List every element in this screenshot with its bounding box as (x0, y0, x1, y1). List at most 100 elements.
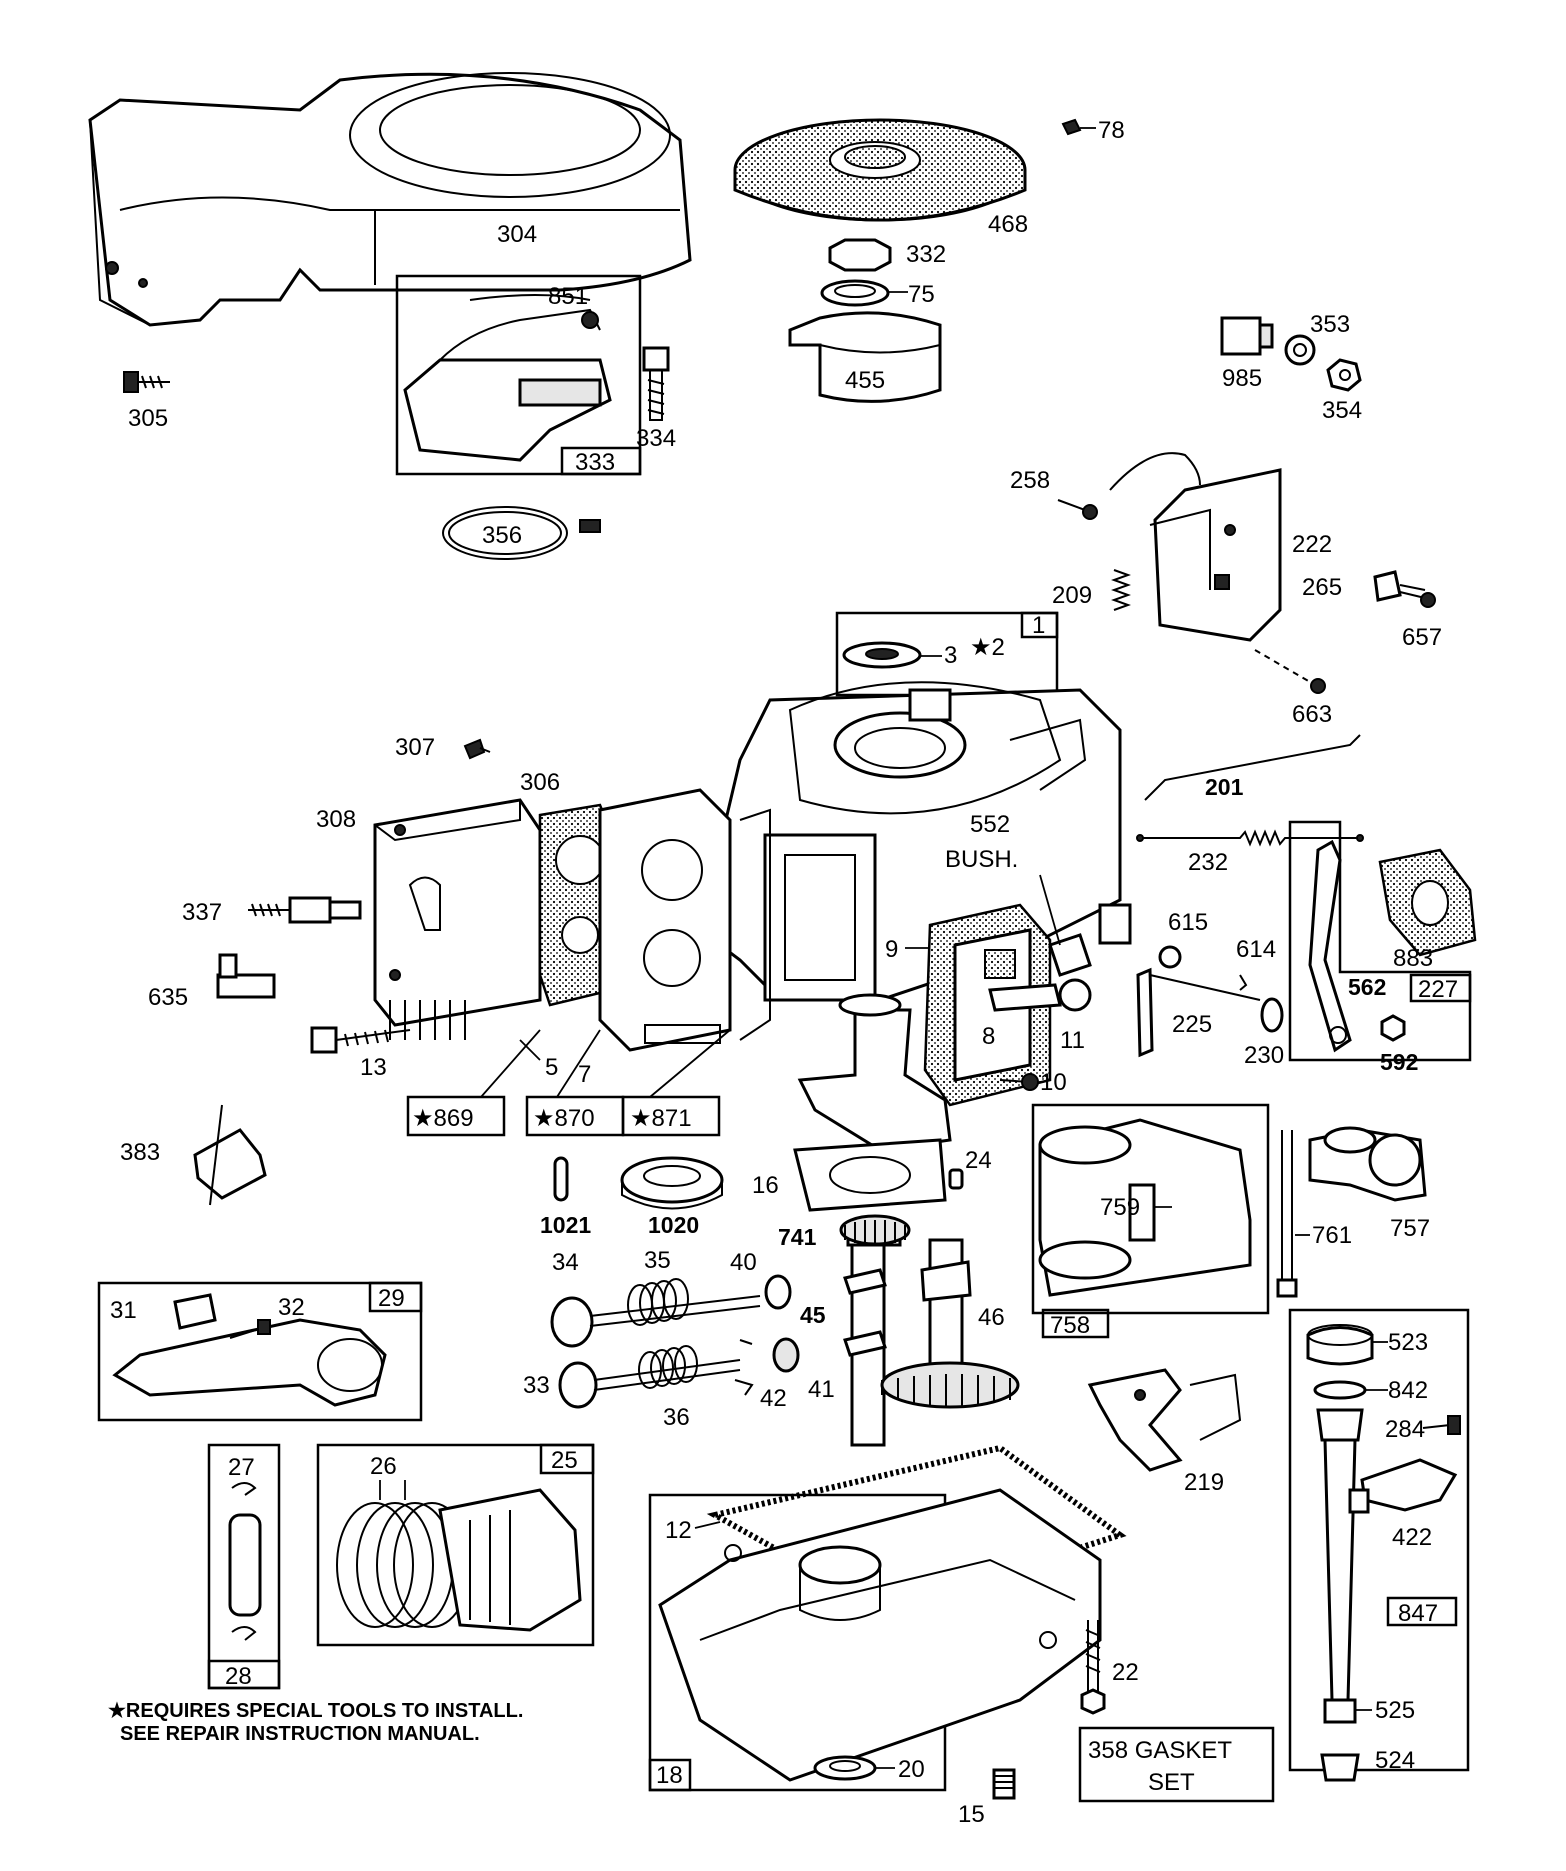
lockwasher-353 (1284, 334, 1316, 366)
kit-box-869 (406, 1095, 506, 1137)
gasket-set-label-line2: SET (1148, 1769, 1195, 1796)
callout-36: 36 (663, 1404, 690, 1431)
callout-337: 337 (182, 899, 222, 926)
callout-209: 209 (1052, 582, 1092, 609)
callout-306: 306 (520, 769, 560, 796)
cylinder-head-308 (373, 798, 542, 1040)
callout-16: 16 (752, 1172, 779, 1199)
callout-7: 7 (578, 1061, 591, 1088)
callout-22: 22 (1112, 1659, 1139, 1686)
bolt-334 (642, 346, 670, 421)
base-455 (788, 311, 942, 403)
callout-33: 33 (523, 1372, 550, 1399)
callout-985: 985 (1222, 365, 1262, 392)
spring-35 (627, 1278, 689, 1326)
callout-27: 27 (228, 1454, 255, 1481)
governor-lever-box (1288, 820, 1472, 1062)
nut-592 (1380, 1014, 1406, 1042)
callout-18: 18 (656, 1762, 683, 1789)
air-cleaner-cartridge-468 (733, 118, 1027, 222)
kit-box-333 (395, 274, 642, 476)
link-201 (1144, 734, 1361, 801)
bolt-22 (1080, 1620, 1106, 1715)
callout-851: 851 (548, 283, 588, 310)
nut-354 (1326, 358, 1362, 392)
cotter-614 (1239, 974, 1248, 991)
callout-225: 225 (1172, 1011, 1212, 1038)
callout-870: ★870 (533, 1105, 595, 1132)
callout-869: ★869 (412, 1105, 474, 1132)
callout-614: 614 (1236, 936, 1276, 963)
seal-20 (813, 1755, 877, 1781)
washer-230 (1260, 997, 1284, 1033)
callout-3: 3 (944, 642, 957, 669)
connecting-rod-29 (112, 1293, 387, 1407)
callout-615: 615 (1168, 909, 1208, 936)
retainer-42 (734, 1339, 754, 1396)
callout-24: 24 (965, 1147, 992, 1174)
callout-356: 356 (482, 522, 522, 549)
camshaft-46 (880, 1238, 1020, 1409)
callout-757: 757 (1390, 1215, 1430, 1242)
callout-842: 842 (1388, 1377, 1428, 1404)
gasket-head-306 (538, 803, 614, 1007)
control-bracket-222 (1109, 452, 1282, 642)
callout-523: 523 (1388, 1329, 1428, 1356)
callout-29: 29 (378, 1285, 405, 1312)
screw-32 (229, 1319, 271, 1339)
callout-353: 353 (1310, 311, 1350, 338)
callout-2: ★2 (970, 634, 1005, 661)
callout-78: 78 (1098, 117, 1125, 144)
footnote-line-1: ★REQUIRES SPECIAL TOOLS TO INSTALL. (108, 1700, 524, 1722)
footnote: ★REQUIRES SPECIAL TOOLS TO INSTALL. SEE … (108, 1700, 628, 1746)
key-24 (948, 1168, 964, 1190)
key-1021 (553, 1156, 569, 1202)
callout-227: 227 (1418, 976, 1458, 1003)
kit-box-29 (97, 1281, 423, 1422)
callout-32: 32 (278, 1294, 305, 1321)
gasket-883 (1378, 848, 1477, 957)
callout-222: 222 (1292, 531, 1332, 558)
link-757 (1308, 1126, 1427, 1202)
callout-35: 35 (644, 1247, 671, 1274)
head-bolt-13 (310, 1026, 411, 1054)
label-box-333 (560, 446, 642, 476)
callout-45: 45 (800, 1302, 826, 1328)
callout-8: 8 (982, 1023, 995, 1050)
callout-20: 20 (898, 1756, 925, 1783)
callout-230: 230 (1244, 1042, 1284, 1069)
switch-265 (1373, 570, 1426, 602)
callout-468: 468 (988, 211, 1028, 238)
ignition-armature-851 (403, 294, 612, 462)
callout-42: 42 (760, 1385, 787, 1412)
callout-1020: 1020 (648, 1212, 699, 1238)
footnote-line-2: SEE REPAIR INSTRUCTION MANUAL. (120, 1723, 480, 1745)
callout-11: 11 (1060, 1027, 1085, 1054)
screw-10 (999, 1073, 1039, 1091)
screw-305 (123, 371, 170, 393)
screw-663 (1254, 649, 1326, 694)
callout-10: 10 (1040, 1069, 1067, 1096)
piston-pin-27 (228, 1482, 262, 1641)
callout-46: 46 (978, 1304, 1005, 1331)
callout-305: 305 (128, 405, 168, 432)
seal-1020 (620, 1156, 724, 1210)
callout-455: 455 (845, 367, 885, 394)
label-box-758 (1041, 1308, 1110, 1339)
kit-box-25 (316, 1443, 595, 1647)
bearing-3 (842, 641, 922, 669)
callout-75: 75 (908, 281, 935, 308)
tool-383 (193, 1104, 267, 1206)
breather-assembly-8 (923, 903, 1092, 1107)
oil-sump-18 (658, 1488, 1102, 1782)
bracket-219 (1087, 1368, 1242, 1472)
label-box-28 (207, 1659, 281, 1690)
counterweight-759 (1038, 1118, 1252, 1297)
spring-36 (638, 1345, 698, 1389)
piston-25 (438, 1488, 582, 1632)
dipstick-assembly-847 (1306, 1324, 1374, 1724)
callout-562: 562 (1348, 974, 1386, 1000)
tappets-45 (843, 1268, 887, 1357)
valve-33 (558, 1359, 741, 1409)
callout-41: 41 (808, 1376, 835, 1403)
